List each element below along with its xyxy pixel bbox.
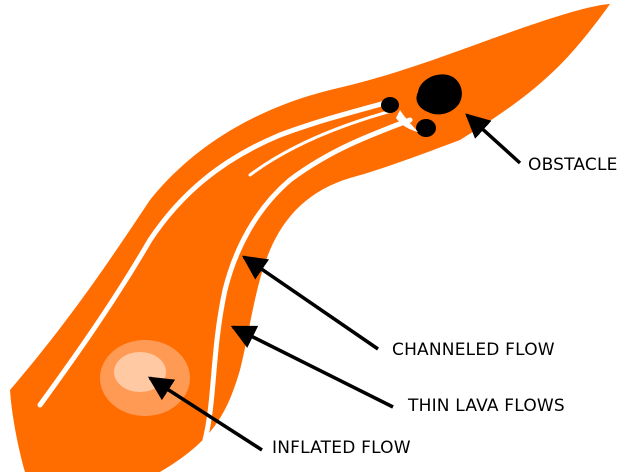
obstacle-small-left [381, 97, 399, 113]
channel-levee-right [202, 117, 413, 443]
label-channeled-flow: CHANNELED FLOW [392, 340, 555, 360]
inflated-flow-inner [114, 352, 166, 392]
arrow-obstacle [465, 113, 522, 165]
arrow-channeled-flow [241, 255, 379, 351]
label-inflated-flow: INFLATED FLOW [272, 438, 411, 458]
label-thin-lava-flows: THIN LAVA FLOWS [408, 396, 565, 416]
channel-levee-inner [248, 108, 397, 177]
obstacle-small-right [416, 119, 436, 137]
label-obstacle: OBSTACLE [528, 155, 618, 175]
channel-levee-left [37, 100, 388, 408]
obstacle-flow-split [396, 110, 418, 132]
arrow-inflated-flow [147, 376, 263, 452]
obstacle-large [416, 74, 462, 115]
arrow-thin-lava-flows [230, 325, 394, 409]
